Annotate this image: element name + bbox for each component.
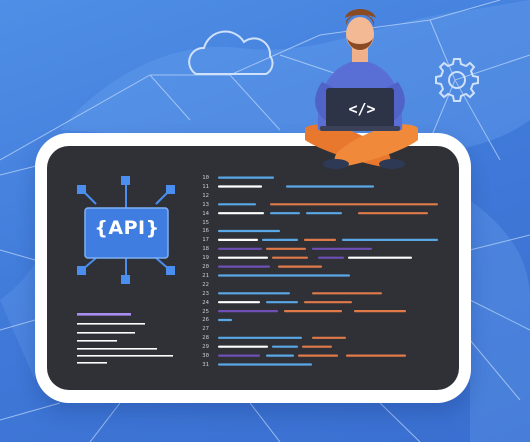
code-line-segment [218,310,278,313]
line-number: 12 [202,192,209,199]
code-line-segment [270,212,300,215]
line-number: 31 [202,361,209,368]
code-line-segment [272,345,298,348]
line-number: 14 [202,210,209,217]
code-line-segment [218,212,264,215]
code-line-segment [218,274,350,277]
code-line-segment [284,310,342,313]
api-chip-icon [77,176,175,284]
code-line-segment [218,336,302,339]
code-line-segment [218,238,258,241]
code-line-segment [218,265,270,268]
code-line-segment [318,256,344,259]
line-number: 20 [202,264,209,270]
line-number: 29 [202,344,209,351]
line-number: 13 [202,201,209,208]
line-number: 26 [202,317,209,324]
code-line-segment [348,256,412,259]
code-line-segment [218,345,268,348]
line-number: 25 [202,308,209,315]
code-line-segment [312,247,372,250]
code-line-segment [272,256,308,259]
code-line-segment [218,363,312,366]
code-line-segment [358,212,428,215]
line-number: 24 [202,299,209,306]
code-line-segment [354,310,406,313]
line-number: 19 [202,255,209,262]
line-number: 23 [202,290,209,297]
code-line-segment [346,354,406,357]
code-line-segment [266,354,294,357]
code-line-segment [218,354,260,357]
line-number: 27 [202,326,209,333]
left-text-block [77,313,173,364]
line-number: 10 [202,175,209,181]
code-line-segment [218,318,232,322]
laptop-icon [320,88,400,131]
line-number: 18 [202,246,209,253]
code-line-segment [218,292,290,295]
line-number: 30 [202,353,209,359]
code-line-segment [270,203,438,206]
code-line-segment [262,238,298,241]
code-line-segment [218,256,268,259]
code-line-segment [286,185,374,188]
line-number: 17 [202,237,209,244]
code-line-segment [312,336,346,339]
api-label: {API} [94,217,160,239]
code-line-segment [218,301,260,304]
code-line-segment [218,203,256,206]
code-line-segment [278,265,322,268]
line-number: 28 [202,335,209,342]
line-number: 16 [202,228,209,235]
code-line-segment [304,301,352,304]
code-line-segment [302,345,332,348]
code-symbol: </> [348,100,376,118]
code-line-segment [218,185,262,188]
code-line-segment [218,176,274,179]
code-line-segment [218,229,280,233]
code-line-segment [266,301,298,304]
code-line-segment [218,247,262,250]
code-line-segment [266,247,306,250]
code-lines [218,176,438,366]
line-number: 22 [202,281,209,288]
line-number: 11 [202,183,209,190]
line-number: 21 [202,272,209,279]
code-line-segment [312,292,382,295]
code-line-segment [342,238,438,241]
line-number: 15 [202,219,209,226]
code-line-segment [306,212,342,215]
code-line-segment [298,354,338,357]
code-line-segment [304,238,336,241]
